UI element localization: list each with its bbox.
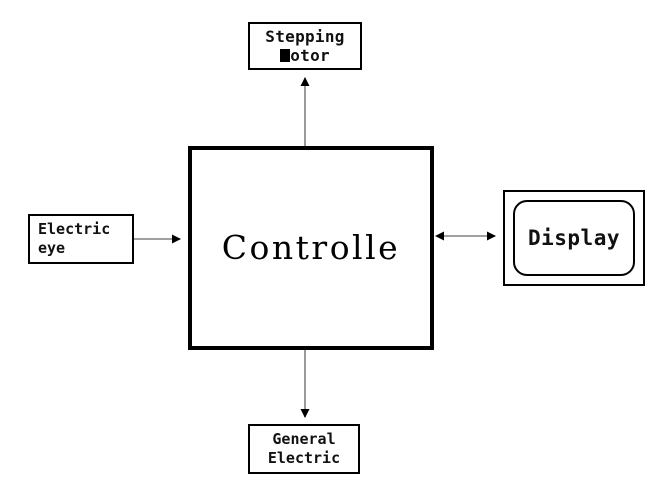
stepping-motor-label-line2: otor [280, 46, 330, 65]
node-display[interactable]: Display [503, 190, 645, 286]
general-electric-label-line1: General [272, 430, 336, 448]
node-electric-eye[interactable]: Electric eye [28, 214, 134, 264]
block-glyph-m [280, 48, 290, 63]
display-inner-frame: Display [513, 200, 635, 276]
stepping-motor-label-line2-rest: otor [290, 46, 330, 65]
general-electric-label-line2: Electric [267, 449, 341, 467]
electric-eye-label-line1: Electric [38, 220, 111, 238]
stepping-motor-label-line1: Stepping [265, 27, 345, 46]
electric-eye-label-line2: eye [38, 239, 66, 257]
node-stepping-motor[interactable]: Stepping otor [248, 22, 362, 70]
node-general-electric[interactable]: General Electric [248, 424, 360, 474]
display-label: Display [527, 226, 620, 250]
node-controller[interactable]: Controlle [188, 146, 434, 350]
controller-label: Controlle [221, 228, 401, 267]
